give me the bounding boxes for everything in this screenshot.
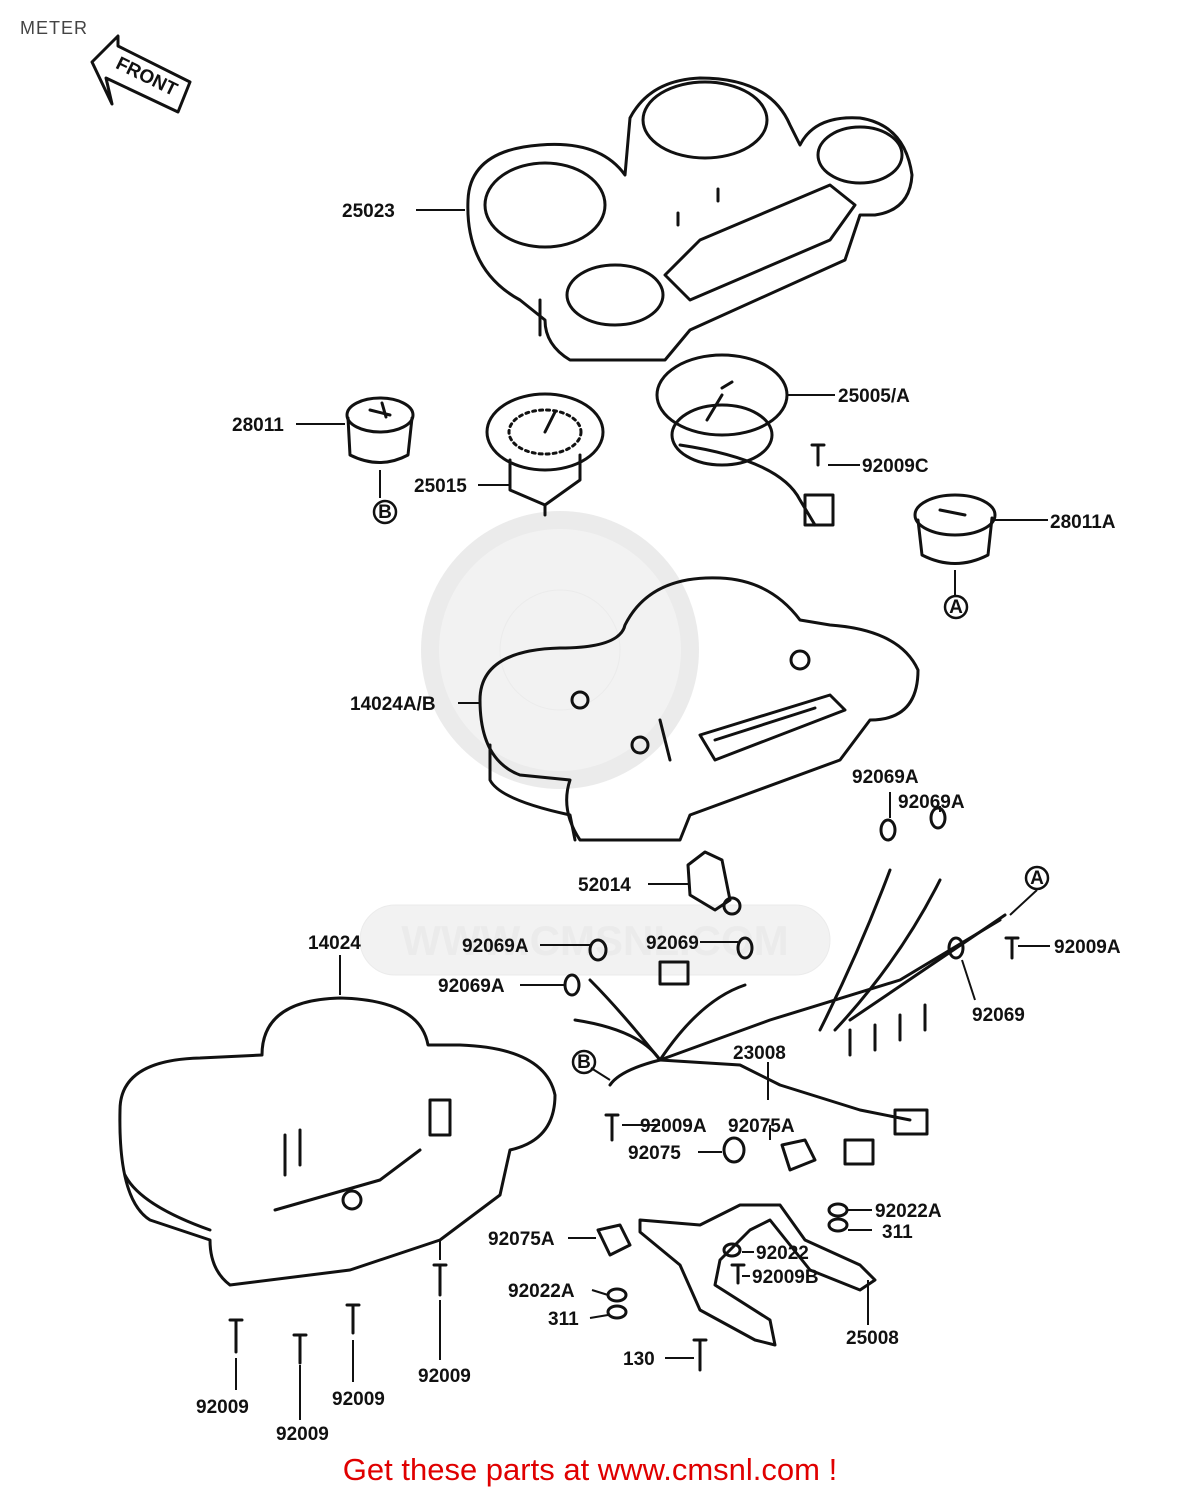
callout-a-2: A — [1024, 865, 1050, 891]
part-label-92069: 92069 — [646, 933, 699, 954]
speedometer — [655, 353, 835, 527]
part-labels: 25023 28011 25005/A 92009C 25015 28011A … — [196, 201, 1121, 1445]
part-label-92009: 92009 — [276, 1424, 329, 1445]
callout-b-2: B — [571, 1049, 597, 1075]
part-label-92009: 92009 — [418, 1366, 471, 1387]
part-label-28011A: 28011A — [1050, 512, 1116, 533]
leader-lines — [235, 209, 1050, 1420]
svg-text:B: B — [577, 1052, 591, 1073]
part-label-28011: 28011 — [232, 415, 284, 436]
part-label-25015: 25015 — [414, 476, 467, 497]
part-label-92009A: 92009A — [640, 1116, 707, 1137]
part-label-92075A: 92075A — [488, 1229, 555, 1250]
part-label-92069A: 92069A — [438, 976, 505, 997]
part-label-92009C: 92009C — [862, 456, 929, 477]
meter-bracket — [638, 1203, 877, 1347]
part-label-92022: 92022 — [756, 1243, 809, 1264]
part-label-52014: 52014 — [578, 875, 631, 896]
meter-case-inner — [478, 576, 920, 842]
part-label-92075A: 92075A — [728, 1116, 795, 1137]
indicator-gauge-a — [913, 493, 997, 565]
watermark: WWW.CMSNL.COM — [359, 511, 831, 976]
front-arrow-icon: FRONT — [90, 34, 192, 114]
part-label-92069A: 92069A — [852, 767, 919, 788]
part-label-92022A: 92022A — [875, 1201, 942, 1222]
part-label-14024: 14024 — [308, 933, 361, 954]
part-label-25008: 25008 — [846, 1328, 899, 1349]
meter-cover-top — [466, 76, 914, 362]
meter-case-lower — [118, 996, 557, 1287]
part-label-92022A: 92022A — [508, 1281, 575, 1302]
part-label-311: 311 — [548, 1309, 579, 1330]
part-label-311: 311 — [882, 1222, 913, 1243]
part-label-92009A: 92009A — [1054, 937, 1121, 958]
part-label-92069A: 92069A — [898, 792, 965, 813]
part-label-92075: 92075 — [628, 1143, 681, 1164]
page-title: METER — [20, 18, 88, 38]
part-label-92069: 92069 — [972, 1005, 1025, 1026]
footer-link-text[interactable]: Get these parts at www.cmsnl.com ! — [342, 1452, 838, 1487]
part-label-92009B: 92009B — [752, 1267, 819, 1288]
part-label-23008: 23008 — [733, 1043, 786, 1064]
sensor-52014 — [686, 850, 742, 916]
part-label-92009: 92009 — [332, 1389, 385, 1410]
part-label-130: 130 — [623, 1349, 655, 1370]
part-label-14024AB: 14024A/B — [350, 694, 436, 715]
callout-b-1: B — [372, 499, 398, 525]
indicator-gauge-b — [345, 396, 415, 464]
wiring-harness — [573, 868, 1007, 1166]
svg-text:A: A — [949, 597, 963, 618]
callout-a-1: A — [943, 594, 969, 620]
part-label-25023: 25023 — [342, 201, 395, 222]
part-label-92069A: 92069A — [462, 936, 529, 957]
svg-text:A: A — [1030, 868, 1044, 889]
svg-text:B: B — [378, 502, 392, 523]
part-label-25005A: 25005/A — [838, 386, 910, 407]
part-label-92009: 92009 — [196, 1397, 249, 1418]
tachometer — [485, 392, 605, 517]
